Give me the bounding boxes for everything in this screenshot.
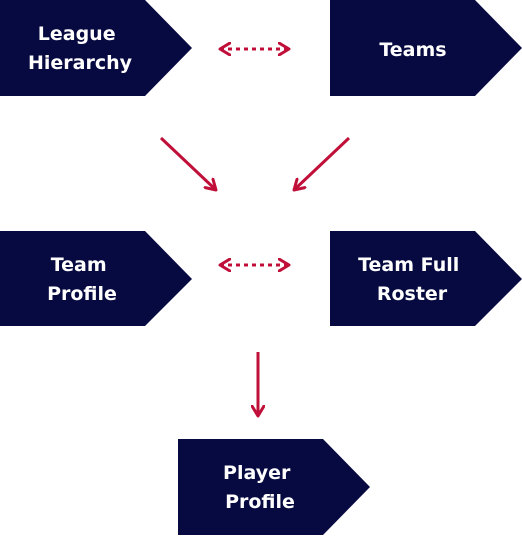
player-profile-label: Player Profile <box>223 462 297 513</box>
league-hierarchy-label: League Hierarchy <box>28 23 133 74</box>
league-hierarchy-shape <box>0 0 192 96</box>
teams-shape <box>330 0 522 96</box>
node-player-profile: Player Profile <box>178 439 370 535</box>
arrow-teams-to-middle <box>294 136 351 190</box>
team-profile-shape <box>0 231 192 326</box>
node-league-hierarchy: League Hierarchy <box>0 0 192 96</box>
teams-label: Teams <box>379 39 446 61</box>
team-full-roster-label: Team Full Roster <box>358 254 466 305</box>
player-profile-shape <box>178 439 370 535</box>
node-team-full-roster: Team Full Roster <box>330 231 522 326</box>
team-full-roster-shape <box>330 231 522 326</box>
arrow-league-to-middle <box>159 136 216 190</box>
node-team-profile: Team Profile <box>0 231 192 326</box>
node-teams: Teams <box>330 0 522 96</box>
team-profile-label: Team Profile <box>47 254 117 305</box>
